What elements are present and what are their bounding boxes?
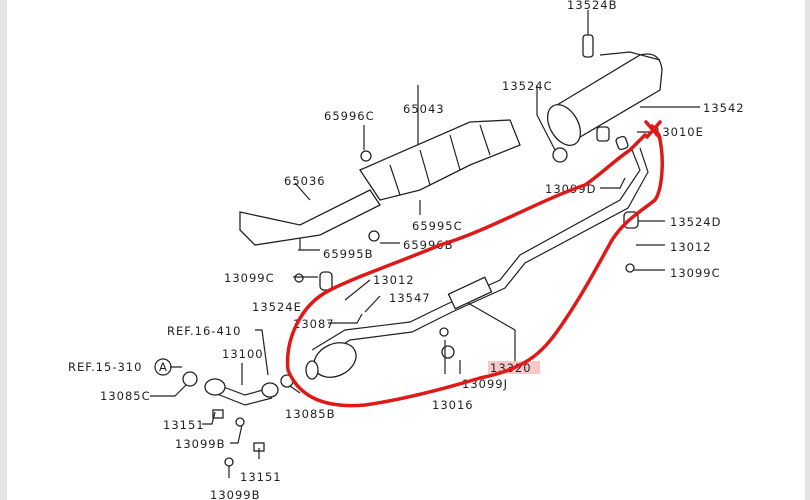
- label-13099B[interactable]: 13099B: [175, 437, 225, 451]
- label-13085C[interactable]: 13085C: [100, 389, 151, 403]
- label-13151-lower[interactable]: 13151: [240, 470, 282, 484]
- label-ref-a: A: [159, 360, 168, 374]
- label-13099B-lower[interactable]: 13099B: [210, 488, 260, 500]
- label-65036[interactable]: 65036: [284, 174, 326, 188]
- hanger-13524B[interactable]: [582, 34, 594, 58]
- label-13524E[interactable]: 13524E: [252, 300, 302, 314]
- label-13010E[interactable]: 13010E: [654, 125, 704, 139]
- label-13016[interactable]: 13016: [432, 398, 474, 412]
- label-65996B[interactable]: 65996B: [403, 238, 453, 252]
- red-x-mark: [644, 120, 662, 140]
- label-ref-15-310[interactable]: REF.15-310: [68, 360, 142, 374]
- hanger-13016[interactable]: [441, 345, 455, 359]
- label-13100[interactable]: 13100: [222, 347, 264, 361]
- right-border: [805, 0, 810, 500]
- label-65043[interactable]: 65043: [403, 102, 445, 116]
- label-13085B[interactable]: 13085B: [285, 407, 335, 421]
- label-13099C-left[interactable]: 13099C: [224, 271, 275, 285]
- label-65995B[interactable]: 65995B: [323, 247, 373, 261]
- bolt-13099B[interactable]: [235, 417, 245, 427]
- label-13524D[interactable]: 13524D: [670, 215, 721, 229]
- gasket-13085C[interactable]: [182, 371, 198, 387]
- bolt-13099J[interactable]: [439, 327, 449, 337]
- label-13099C[interactable]: 13099C: [670, 266, 721, 280]
- red-annotation-loop: [285, 124, 664, 408]
- label-13099J[interactable]: 13099J: [462, 377, 508, 391]
- left-border: [0, 0, 7, 500]
- label-13524B[interactable]: 13524B: [567, 0, 617, 12]
- label-13542[interactable]: 13542: [703, 101, 745, 115]
- nut-65996C[interactable]: [360, 150, 372, 162]
- spring-13151[interactable]: [212, 409, 224, 419]
- label-13012[interactable]: 13012: [670, 240, 712, 254]
- center-pipe-13320[interactable]: [305, 147, 649, 384]
- label-13087[interactable]: 13087: [293, 317, 335, 331]
- flange-part: [596, 126, 610, 142]
- heat-protector-65043[interactable]: [359, 119, 521, 201]
- muffler-part[interactable]: [541, 51, 663, 151]
- hanger-13524E[interactable]: [319, 271, 333, 291]
- label-13524C[interactable]: 13524C: [502, 79, 553, 93]
- label-65996C[interactable]: 65996C: [324, 109, 375, 123]
- nut-65996B[interactable]: [368, 230, 380, 242]
- hanger-13524C[interactable]: [552, 147, 568, 163]
- front-pipe-13100[interactable]: [204, 378, 279, 406]
- gasket-13010E[interactable]: [615, 135, 629, 151]
- bolt-13099C-b[interactable]: [625, 263, 635, 273]
- label-13151[interactable]: 13151: [163, 418, 205, 432]
- heat-protector-65036[interactable]: [239, 189, 381, 246]
- ref-a-circle: [154, 358, 172, 376]
- label-13547[interactable]: 13547: [389, 291, 431, 305]
- label-65995C[interactable]: 65995C: [412, 219, 463, 233]
- label-ref-16-410[interactable]: REF.16-410: [167, 324, 241, 338]
- bolt-13099C[interactable]: [294, 273, 304, 283]
- bolt-13099B-b[interactable]: [224, 457, 234, 467]
- label-13012-left[interactable]: 13012: [373, 273, 415, 287]
